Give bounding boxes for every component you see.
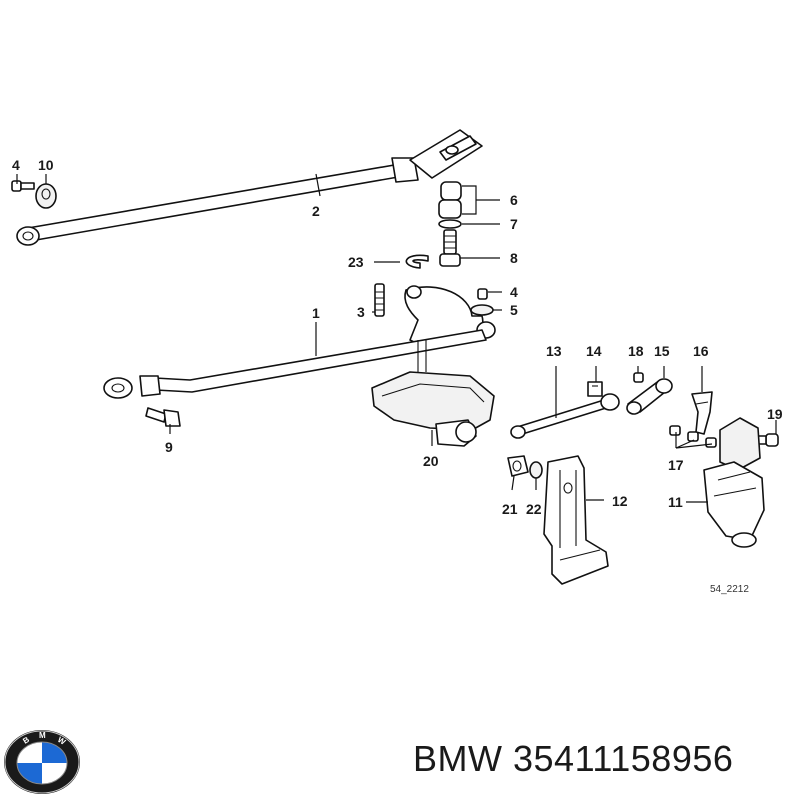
part-21-bush — [507, 455, 529, 477]
part-16-bracket — [691, 391, 713, 435]
part-11-actuator — [703, 417, 765, 548]
label-10: 10 — [38, 157, 54, 173]
svg-text:M: M — [39, 731, 46, 740]
label-15: 15 — [654, 343, 670, 359]
part-8-bolt — [439, 229, 461, 267]
part-3-screw — [374, 283, 385, 317]
part-6-bushings — [438, 181, 462, 219]
part-4-screw-mid — [477, 288, 488, 300]
label-5: 5 — [510, 302, 518, 318]
part-7-washer — [438, 219, 462, 229]
label-2: 2 — [312, 203, 320, 219]
part-15-lever — [626, 378, 673, 415]
label-22: 22 — [526, 501, 542, 517]
part-13-rod — [510, 393, 620, 439]
svg-text:W: W — [56, 735, 68, 747]
part-number: 35411158956 — [513, 738, 734, 779]
part-4-screw-top — [11, 180, 35, 192]
part-10-washer — [35, 183, 57, 209]
part-2-upper-rod — [16, 129, 483, 246]
label-13: 13 — [546, 343, 562, 359]
part-14-clip — [587, 381, 603, 397]
label-6: 6 — [510, 192, 518, 208]
label-19: 19 — [767, 406, 783, 422]
label-11: 11 — [668, 494, 683, 510]
bmw-logo: B M W — [4, 730, 80, 794]
part-12-bracket — [543, 455, 609, 585]
label-17: 17 — [668, 457, 684, 473]
label-3: 3 — [357, 304, 365, 320]
label-8: 8 — [510, 250, 518, 266]
part-22-washer — [529, 461, 543, 479]
svg-text:B: B — [21, 735, 31, 746]
part-9-bolt — [145, 407, 181, 427]
label-23: 23 — [348, 254, 364, 270]
label-16: 16 — [693, 343, 709, 359]
leader-lines — [16, 173, 777, 503]
label-4-mid: 4 — [510, 284, 518, 300]
label-9: 9 — [165, 439, 173, 455]
label-1: 1 — [312, 305, 320, 321]
label-4-top: 4 — [12, 157, 20, 173]
label-14: 14 — [586, 343, 602, 359]
brand-name: BMW — [413, 738, 503, 779]
diagram-reference-code: 54_2212 — [710, 584, 749, 595]
label-7: 7 — [510, 216, 518, 232]
part-23-clip — [405, 254, 429, 269]
label-18: 18 — [628, 343, 644, 359]
label-12: 12 — [612, 493, 628, 509]
part-5-washer — [470, 304, 494, 316]
label-20: 20 — [423, 453, 439, 469]
part-1-lower-rod — [103, 285, 496, 399]
label-21: 21 — [502, 501, 518, 517]
part-18-screw — [633, 372, 644, 383]
brand-part-number-caption: BMW 35411158956 — [413, 738, 733, 780]
part-20-motor — [371, 340, 495, 447]
